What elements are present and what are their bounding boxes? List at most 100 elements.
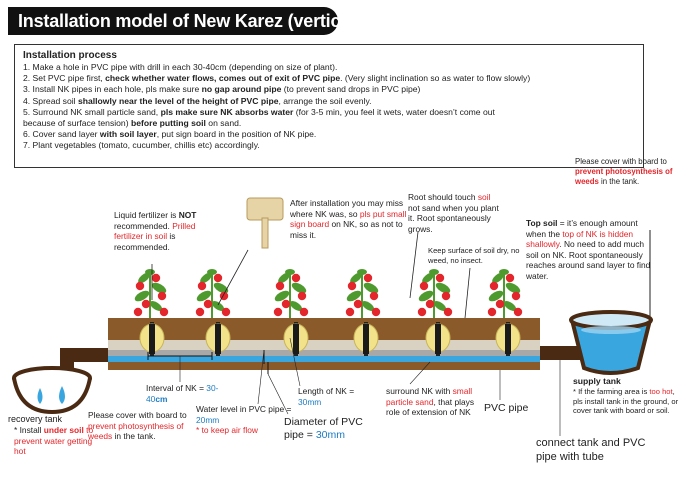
length-leader	[289, 337, 301, 387]
tomato-icon	[345, 307, 355, 317]
text-segment: in the tank.	[598, 177, 640, 186]
tomato-icon	[353, 299, 363, 309]
note-keep-dry: Keep surface of soil dry, no weed, no in…	[428, 246, 528, 265]
text-segment: , that plays role of extension of NK	[386, 396, 475, 418]
nk-pipe	[363, 324, 369, 354]
text-segment: 30mm	[315, 428, 346, 441]
leaf-icon	[422, 272, 434, 284]
process-step: because of surface tension) before putti…	[23, 118, 635, 129]
text-segment: * Install	[14, 425, 44, 435]
text-segment: recommended.	[114, 220, 173, 231]
sign-board-icon	[246, 197, 284, 249]
leaf-icon	[435, 282, 451, 294]
leaf-icon	[274, 290, 290, 302]
text-segment: (for 3-5 min, you feel it wets, water do…	[293, 106, 495, 117]
text-segment: 4. Spread soil	[23, 95, 78, 106]
tomato-icon	[135, 281, 145, 291]
text-segment: supply tank	[573, 376, 621, 386]
text-segment: pls put small sign board	[290, 208, 407, 230]
tomato-icon	[419, 281, 429, 291]
leaf-icon	[357, 269, 367, 275]
text-segment: 7. Plant vegetables (tomato, cucumber, c…	[23, 140, 260, 151]
supply-tube	[540, 346, 580, 360]
sand-leader	[409, 361, 431, 385]
leaf-icon	[429, 269, 439, 275]
text-segment: 1. Make a hole in PVC pipe with drill in…	[23, 62, 338, 72]
text-segment: soil	[477, 192, 491, 202]
tomato-icon	[495, 299, 505, 309]
process-step: 6. Cover sand layer with soil layer, put…	[23, 129, 635, 140]
text-segment: check whether water flows, comes out of …	[105, 73, 341, 84]
leaf-icon	[285, 269, 295, 275]
leaf-icon	[151, 282, 167, 294]
text-segment: . (Very slight inclination so as water t…	[340, 73, 531, 84]
tomato-icon	[203, 299, 213, 309]
note-liquid-fertilizer: Liquid fertilizer is NOT recommended. Pr…	[114, 210, 214, 252]
text-segment: , put sign board in the position of NK p…	[156, 129, 317, 140]
note-length-nk: Length of NK = 30mm	[298, 386, 378, 407]
leaf-icon	[211, 301, 225, 311]
tomato-icon	[363, 273, 373, 283]
tomato-icon	[299, 307, 309, 317]
tomato-icon	[221, 307, 231, 317]
text-segment: connect tank and PVC pipe with tube	[536, 437, 646, 463]
leaf-icon	[499, 269, 509, 275]
tomato-icon	[511, 291, 521, 301]
text-segment: * to keep air flow	[196, 425, 258, 435]
pvc-pipe	[108, 350, 540, 360]
text-segment: with soil layer	[99, 129, 157, 140]
text-segment: is recommended.	[114, 231, 176, 252]
text-segment: surround NK with	[386, 386, 453, 396]
leaf-icon	[418, 290, 434, 302]
text-segment: top of NK is hidden shallowly	[526, 228, 634, 250]
leaf-icon	[492, 272, 504, 284]
text-segment: 30mm	[298, 396, 322, 407]
water-drop-icon	[37, 388, 43, 404]
tomato-icon	[417, 307, 427, 317]
tomato-icon	[195, 307, 205, 317]
note-root-soil: Root should touch soil not sand when you…	[408, 192, 504, 234]
tomato-icon	[371, 307, 381, 317]
text-segment: PVC pipe	[484, 402, 529, 414]
tomato-icon	[347, 281, 357, 291]
text-segment: because of surface tension)	[23, 118, 131, 129]
process-step: 7. Plant vegetables (tomato, cucumber, c…	[23, 140, 635, 151]
recovery-tube	[60, 348, 110, 362]
text-segment: Please cover with board to	[88, 410, 187, 420]
tomato-icon	[297, 291, 307, 301]
text-segment: 20mm	[196, 414, 220, 425]
nk-pipe	[215, 324, 221, 354]
text-segment: (to prevent sand drops in PVC pipe)	[281, 84, 421, 95]
process-heading: Installation process	[23, 50, 117, 61]
note-supply-tank-detail: * If the farming area is too hot, pls in…	[573, 387, 679, 416]
supply-tank	[569, 310, 653, 375]
note-recovery-tank: recovery tank	[8, 414, 98, 425]
process-step: 4. Spread soil shallowly near the level …	[23, 96, 635, 107]
leaf-icon	[138, 272, 150, 284]
leaf-icon	[200, 272, 212, 284]
text-segment: recovery tank	[8, 414, 63, 424]
note-cover-tank-bottom: Please cover with board to prevent photo…	[88, 410, 192, 442]
text-segment: prevent photosynthesis of weeds	[88, 420, 184, 442]
tomato-icon	[513, 307, 523, 317]
tomato-icon	[281, 299, 291, 309]
title-bar: Installation model of New Karez (vertica…	[8, 7, 402, 35]
text-segment: Diameter of PVC pipe =	[284, 416, 363, 441]
text-segment: Interval of NK =	[146, 383, 207, 393]
text-segment: 5. Surround NK small particle sand,	[23, 106, 161, 117]
recovery-tank	[12, 366, 92, 415]
tomato-icon	[443, 307, 453, 317]
text-segment: small particle sand	[386, 386, 473, 407]
tomato-icon	[435, 273, 445, 283]
page-title: Installation model of New Karez (vertica…	[18, 11, 402, 31]
text-segment: . No need to add much soil on NK. Root s…	[526, 239, 651, 281]
tomato-icon	[291, 273, 301, 283]
leaf-icon	[505, 282, 521, 294]
process-step: 5. Surround NK small particle sand, pls …	[23, 107, 635, 118]
text-segment: cm	[155, 393, 168, 404]
process-step: 2. Set PVC pipe first, check whether wat…	[23, 73, 635, 84]
text-segment: Top soil	[526, 218, 558, 228]
tomato-icon	[369, 291, 379, 301]
tomato-icon	[197, 281, 207, 291]
